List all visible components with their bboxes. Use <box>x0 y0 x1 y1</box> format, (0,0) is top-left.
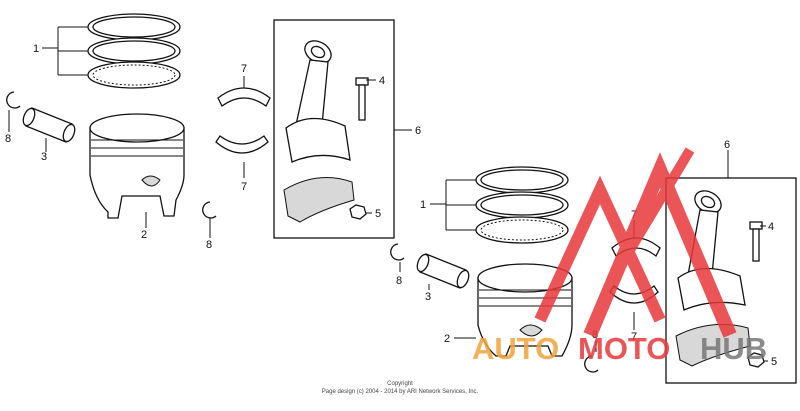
connecting-rod-box <box>273 19 395 239</box>
callout-3: 3 <box>41 151 47 163</box>
left-assembly: 1 2 3 4 5 6 7 7 8 8 <box>5 13 421 251</box>
piston-pin <box>416 253 470 289</box>
callout-1: 1 <box>33 43 39 55</box>
callout-7: 7 <box>241 63 247 75</box>
callout-8: 8 <box>5 133 11 145</box>
piston-rings <box>475 166 569 244</box>
callout-8: 8 <box>396 275 402 287</box>
callout-3: 3 <box>425 291 431 303</box>
piston-pin-clip <box>202 201 217 219</box>
rod-bearing-upper <box>217 87 271 107</box>
copyright-title: Copyright <box>387 381 413 387</box>
piston <box>89 113 185 219</box>
watermark-text-auto: AUTO <box>472 331 559 366</box>
watermark-text-moto: MOTO <box>578 331 670 366</box>
callout-2: 2 <box>141 229 147 241</box>
callout-4: 4 <box>768 221 774 233</box>
callout-8: 8 <box>206 239 212 251</box>
rod-nut <box>349 204 367 220</box>
callout-7: 7 <box>631 331 637 343</box>
watermark-text-hub: HUB <box>700 331 767 366</box>
callout-5: 5 <box>771 356 777 368</box>
copyright-notice: Page design (c) 2004 - 2014 by ARI Netwo… <box>322 389 479 395</box>
callout-7: 7 <box>241 181 247 193</box>
piston-pin-clip <box>6 91 21 109</box>
piston-pin <box>22 107 76 143</box>
callout-6: 6 <box>415 125 421 137</box>
callout-1: 1 <box>420 199 426 211</box>
callout-2: 2 <box>444 333 450 345</box>
right-assembly: 1 2 3 4 5 6 7 7 8 8 <box>390 139 797 384</box>
callout-5: 5 <box>375 208 381 220</box>
piston-rings <box>87 13 181 89</box>
piston-pin-clip <box>390 243 405 261</box>
watermark-logo <box>534 147 737 338</box>
rod-bearing-lower <box>215 135 269 154</box>
rod-bolt <box>355 77 369 121</box>
callout-6: 6 <box>724 139 730 151</box>
rod-nut <box>747 352 765 368</box>
piston-pin-clip <box>584 355 599 373</box>
callout-4: 4 <box>379 75 385 87</box>
rod-bolt <box>749 221 763 262</box>
